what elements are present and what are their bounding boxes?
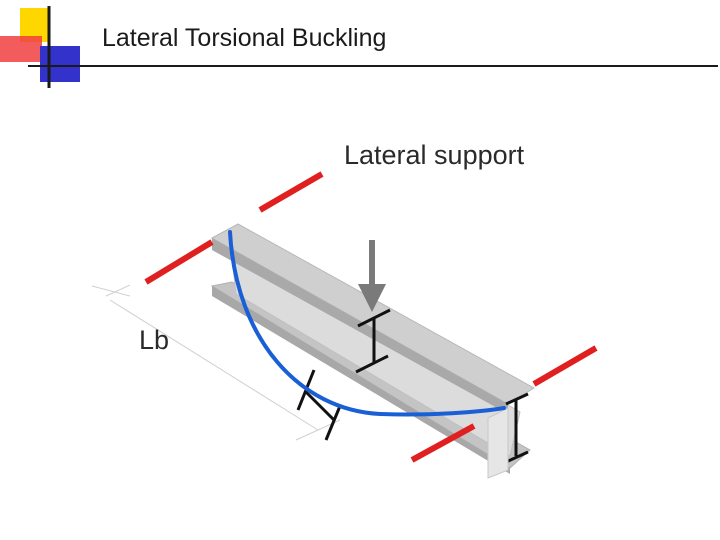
load-arrow — [358, 240, 386, 312]
lateral-support-label: Lateral support — [344, 140, 525, 170]
slide-title: Lateral Torsional Buckling — [102, 24, 387, 52]
support-left — [144, 239, 214, 285]
lateral-supports — [144, 171, 598, 463]
buckled-shape-curve — [228, 230, 506, 417]
support-right-top — [532, 345, 598, 387]
end-i-section — [505, 392, 529, 464]
support-right-bottom — [410, 423, 476, 463]
unbraced-length-label: Lb — [139, 325, 170, 355]
bullet-red-square — [0, 36, 42, 62]
top-flange — [210, 223, 535, 405]
bottom-flange-edge — [212, 286, 510, 474]
support-top-left — [258, 171, 324, 213]
bullet-blue-square — [40, 46, 80, 82]
end-web-face — [487, 407, 509, 479]
midspan-i-section — [355, 308, 391, 374]
